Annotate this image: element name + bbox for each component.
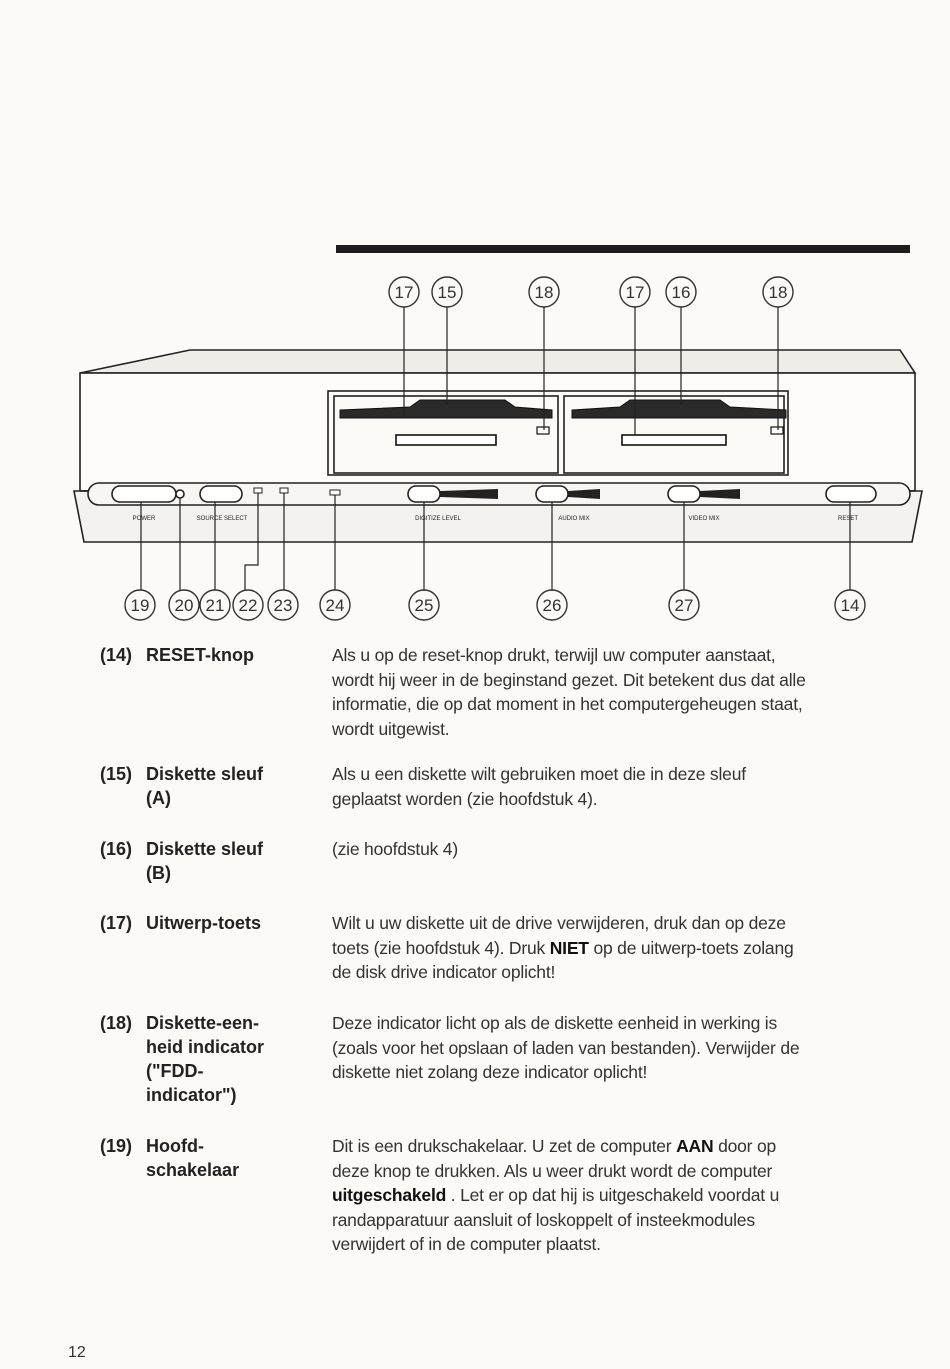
- callout-17a-text: 17: [395, 283, 414, 302]
- term-number: (18): [100, 1013, 133, 1033]
- callout-22-text: 22: [239, 596, 258, 615]
- desc-line: Dit is een drukschakelaar. U zet de comp…: [332, 1134, 902, 1159]
- desc-line: Deze indicator licht op als de diskette …: [332, 1013, 777, 1033]
- desc-text: . Let er op dat hij is uitgeschakeld voo…: [446, 1185, 780, 1205]
- callout-25-text: 25: [415, 596, 434, 615]
- desc-emphasis: uitgeschakeld: [332, 1185, 447, 1205]
- label-video-mix: VIDEO MIX: [688, 516, 719, 522]
- desc-emphasis: NIET: [549, 937, 589, 958]
- term-label: heid indicator: [146, 1037, 265, 1057]
- description: (zie hoofdstuk 4): [332, 837, 902, 862]
- term-label: ("FDD-: [146, 1061, 204, 1081]
- callout-27-text: 27: [675, 596, 694, 615]
- term-label: indicator"): [146, 1085, 237, 1105]
- callout-14-text: 14: [841, 596, 860, 615]
- callout-17b-text: 17: [626, 283, 645, 302]
- term-number: (16): [100, 839, 133, 859]
- callout-18b-text: 18: [769, 283, 788, 302]
- label-power: POWER: [133, 516, 156, 522]
- term-label: Diskette sleuf: [146, 764, 264, 784]
- callout-19-text: 19: [131, 596, 150, 615]
- term: (19) Hoofd-schakelaar: [100, 1134, 320, 1182]
- desc-text: toets (zie hoofdstuk 4). Druk: [332, 937, 550, 958]
- label-digitize-level: DIGITIZE LEVEL: [415, 516, 461, 522]
- desc-line: (zie hoofdstuk 4): [332, 839, 458, 859]
- desc-line: geplaatst worden (zie hoofdstuk 4).: [332, 788, 598, 809]
- callout-20-text: 20: [175, 596, 194, 615]
- label-audio-mix: AUDIO MIX: [558, 516, 589, 522]
- term-label: (B): [146, 863, 171, 883]
- term-number: (14): [100, 645, 133, 665]
- page-number: 12: [68, 1344, 86, 1361]
- term: (17) Uitwerp-toets: [100, 911, 320, 935]
- description: Dit is een drukschakelaar. U zet de comp…: [332, 1134, 902, 1257]
- desc-line: diskette niet zolang deze indicator opli…: [332, 1062, 648, 1082]
- term-number: (15): [100, 764, 133, 784]
- label-source-select: SOURCE SELECT: [197, 516, 248, 522]
- desc-line: Als u op de reset-knop drukt, terwijl uw…: [332, 645, 776, 665]
- callout-24-text: 24: [326, 596, 345, 615]
- slider-tracks: [440, 489, 740, 499]
- desc-line: wordt hij weer in de beginstand gezet. D…: [332, 669, 806, 690]
- drive-a: [339, 399, 553, 446]
- term-label: Diskette sleuf: [146, 839, 264, 859]
- term-label: schakelaar: [146, 1160, 240, 1180]
- description: Als u een diskette wilt gebruiken moet d…: [332, 762, 902, 811]
- term: (16) Diskette sleuf (B): [100, 837, 320, 885]
- desc-line: informatie, die op dat moment in het com…: [332, 694, 803, 714]
- drive-b: [571, 399, 787, 446]
- term: (15) Diskette sleuf (A): [100, 762, 320, 810]
- callout-15-text: 15: [438, 283, 457, 302]
- callout-16-text: 16: [672, 283, 691, 302]
- callout-26-text: 26: [543, 596, 562, 615]
- desc-line: deze knop te drukken. Als u weer drukt w…: [332, 1160, 773, 1181]
- control-strip: [87, 482, 911, 506]
- label-reset: RESET: [838, 516, 858, 522]
- desc-line: wordt uitgewist.: [332, 718, 450, 739]
- description: Wilt u uw diskette uit de drive verwijde…: [332, 911, 902, 985]
- callout-18a-text: 18: [535, 283, 554, 302]
- description: Als u op de reset-knop drukt, terwijl uw…: [332, 643, 902, 741]
- callout-21-text: 21: [206, 596, 225, 615]
- header-rule: [336, 245, 910, 253]
- desc-line: uitgeschakeld . Let er op dat hij is uit…: [332, 1183, 902, 1208]
- desc-line: verwijdert of in de computer plaatst.: [332, 1234, 601, 1254]
- desc-emphasis: AAN: [676, 1136, 714, 1156]
- desc-line: de disk drive indicator oplicht!: [332, 962, 556, 982]
- term-label: (A): [146, 788, 171, 808]
- term-label: Uitwerp-toets: [146, 913, 262, 933]
- desc-text: op de uitwerp-toets zolang: [588, 937, 794, 958]
- term-label: Diskette-een-: [146, 1013, 260, 1033]
- desc-line: toets (zie hoofdstuk 4). Druk NIET op de…: [332, 936, 902, 961]
- term-number: (17): [100, 913, 133, 933]
- desc-text: door op: [713, 1136, 777, 1156]
- desc-line: Als u een diskette wilt gebruiken moet d…: [332, 764, 746, 784]
- callout-23-text: 23: [274, 596, 293, 615]
- desc-line: (zoals voor het opslaan of laden van bes…: [332, 1037, 800, 1058]
- desc-text: Dit is een drukschakelaar. U zet de comp…: [332, 1136, 677, 1156]
- desc-line: Wilt u uw diskette uit de drive verwijde…: [332, 913, 786, 933]
- term: (18) Diskette-een-heid indicator ("FDD-ind…: [100, 1011, 320, 1107]
- computer-front-panel-diagram: 17 15 18 17 16 18: [73, 276, 923, 621]
- term-number: (19): [100, 1136, 133, 1156]
- leader-lines: [140, 307, 851, 590]
- description: Deze indicator licht op als de diskette …: [332, 1011, 902, 1085]
- term: (14) RESET-knop: [100, 643, 320, 667]
- term-label: Hoofd-: [146, 1136, 204, 1156]
- term-label: RESET-knop: [146, 645, 255, 665]
- desc-line: randapparatuur aansluit of loskoppelt of…: [332, 1209, 755, 1230]
